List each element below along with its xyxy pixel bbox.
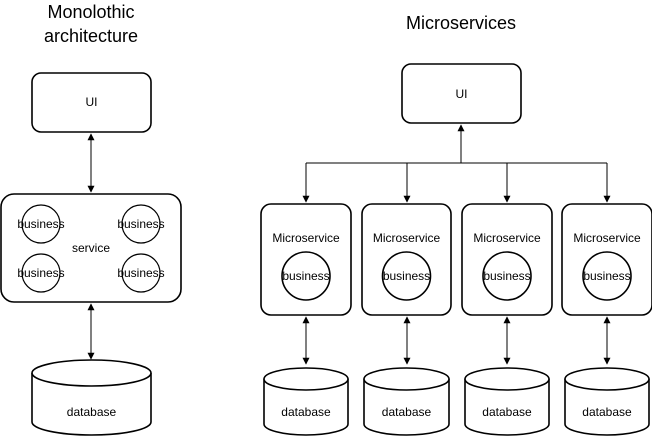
database-label: database <box>382 405 432 419</box>
business-label: business <box>17 266 64 280</box>
database-label: database <box>281 405 331 419</box>
microservice-box: Microservice business <box>461 203 553 316</box>
database-label: database <box>582 405 632 419</box>
microservices-ui-label: UI <box>456 87 468 101</box>
monolith-ui-label: UI <box>86 95 98 109</box>
business-label: business <box>17 217 64 231</box>
microservice-box: Microservice business <box>260 203 352 316</box>
monolith-ui-box: UI <box>31 72 152 133</box>
microservice-label: Microservice <box>373 231 441 245</box>
business-circle: business <box>117 253 165 293</box>
business-label: business <box>383 269 430 283</box>
monolith-title-line1: Monolothic <box>47 2 134 22</box>
microservices-title: Microservices <box>406 13 516 33</box>
database-label: database <box>482 405 532 419</box>
microservice-database: database <box>263 367 349 436</box>
microservice-label: Microservice <box>573 231 641 245</box>
business-label: business <box>117 266 164 280</box>
business-circle: business <box>117 204 165 244</box>
business-label: business <box>117 217 164 231</box>
microservice-box: Microservice business <box>561 203 652 316</box>
business-label: business <box>282 269 329 283</box>
microservices-section: Microservices UI Microservice business d… <box>260 13 652 436</box>
microservice-label: Microservice <box>272 231 340 245</box>
microservice-database: database <box>564 367 650 436</box>
business-circle: business <box>17 204 65 244</box>
microservices-ui-box: UI <box>401 63 522 124</box>
monolith-service-box: service business business business busin… <box>0 193 182 303</box>
business-label: business <box>483 269 530 283</box>
monolith-database: database <box>31 359 152 436</box>
monolith-section: Monolothic architecture UI service busin… <box>0 2 182 436</box>
monolith-title-line2: architecture <box>44 26 138 46</box>
microservice-database: database <box>363 367 450 436</box>
service-label: service <box>72 241 110 255</box>
database-label: database <box>67 405 117 419</box>
microservice-database: database <box>464 367 550 436</box>
business-circle: business <box>17 253 65 293</box>
business-label: business <box>583 269 630 283</box>
microservice-label: Microservice <box>473 231 541 245</box>
microservice-box: Microservice business <box>361 203 452 316</box>
